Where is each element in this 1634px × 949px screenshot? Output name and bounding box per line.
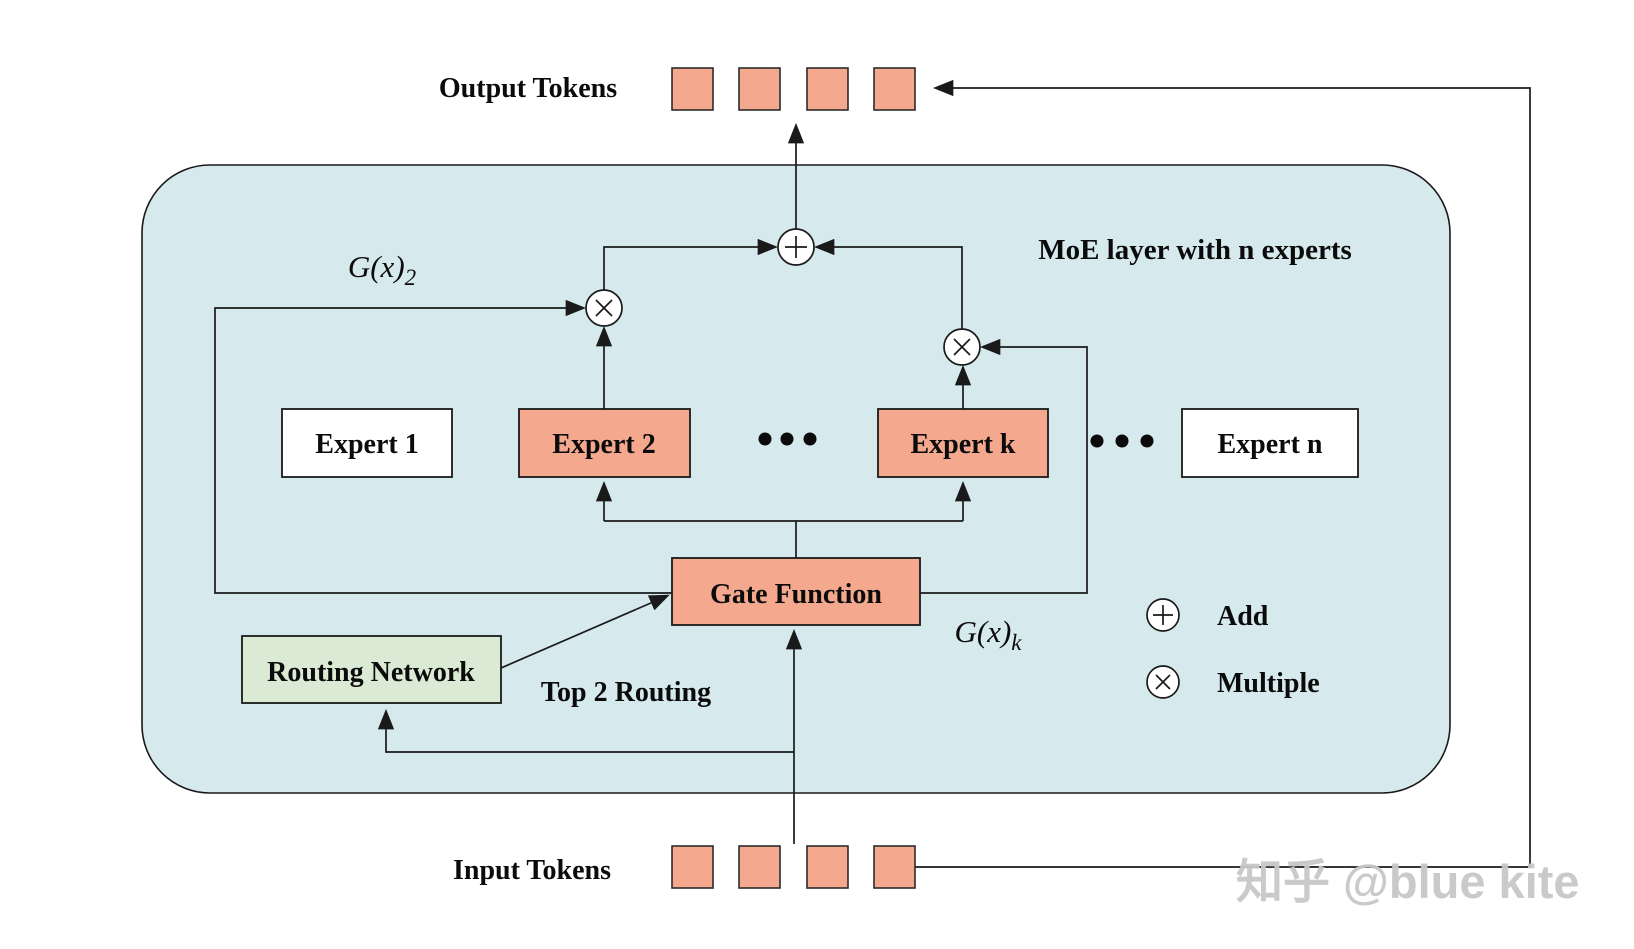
token-square (873, 67, 916, 111)
line-mul2-to-sum (603, 238, 779, 291)
gate-function-box (671, 557, 921, 626)
watermark: 知乎 @blue kite (1236, 855, 1580, 908)
plus-circle-icon (1146, 598, 1180, 632)
token-square (873, 845, 916, 889)
ellipsis-dots (1090, 434, 1154, 448)
gate-function-label: Gate Function (710, 579, 882, 610)
token-square (671, 67, 714, 111)
times-circle-icon (1146, 665, 1180, 699)
expert-2-box (518, 408, 691, 478)
connection-lines (214, 79, 1531, 868)
token-square (806, 67, 849, 111)
panel-title: MoE layer with n experts (1038, 234, 1352, 266)
token-square (671, 845, 714, 889)
expert-k-label: Expert k (911, 429, 1016, 460)
line-gx2-path (214, 299, 672, 594)
ellipsis-dots (758, 432, 817, 446)
expert-k: Expert k (877, 408, 1049, 478)
expert-1: Expert 1 (281, 408, 453, 478)
add-node (777, 228, 815, 266)
expert-1-box (281, 408, 453, 478)
token-square (738, 845, 781, 889)
line-mulk-to-sum (813, 238, 963, 330)
multiply-node-2 (585, 289, 623, 327)
expert-n-box (1181, 408, 1359, 478)
top2-routing-label: Top 2 Routing (541, 677, 711, 708)
line-input-to-routing (377, 708, 794, 753)
legend-add-label: Add (1217, 601, 1269, 632)
input-tokens-label: Input Tokens (453, 855, 611, 886)
arrow-routing-to-gate (500, 594, 670, 669)
input-token-squares (671, 845, 916, 889)
multiply-node-k (943, 328, 981, 366)
output-tokens-label: Output Tokens (439, 73, 617, 104)
line-gxk-path (920, 338, 1088, 594)
expert-2-label: Expert 2 (552, 429, 655, 460)
expert-k-box (877, 408, 1049, 478)
line-token-loop (915, 79, 1531, 868)
routing-network-label: Routing Network (267, 657, 475, 688)
token-square (738, 67, 781, 111)
gate-function: Gate Function (671, 557, 921, 626)
token-square (806, 845, 849, 889)
output-token-squares (671, 67, 916, 111)
gxk-label: G(x)k (954, 614, 1022, 655)
expert-n-label: Expert n (1218, 429, 1323, 460)
legend: Add Multiple (1146, 598, 1320, 699)
routing-network-box (241, 635, 502, 704)
gx2-label: G(x)2 (348, 249, 416, 290)
expert-1-label: Expert 1 (315, 429, 418, 460)
routing-network: Routing Network (241, 635, 502, 704)
legend-multiple-label: Multiple (1217, 668, 1320, 699)
expert-n: Expert n (1181, 408, 1359, 478)
expert-2: Expert 2 (518, 408, 691, 478)
